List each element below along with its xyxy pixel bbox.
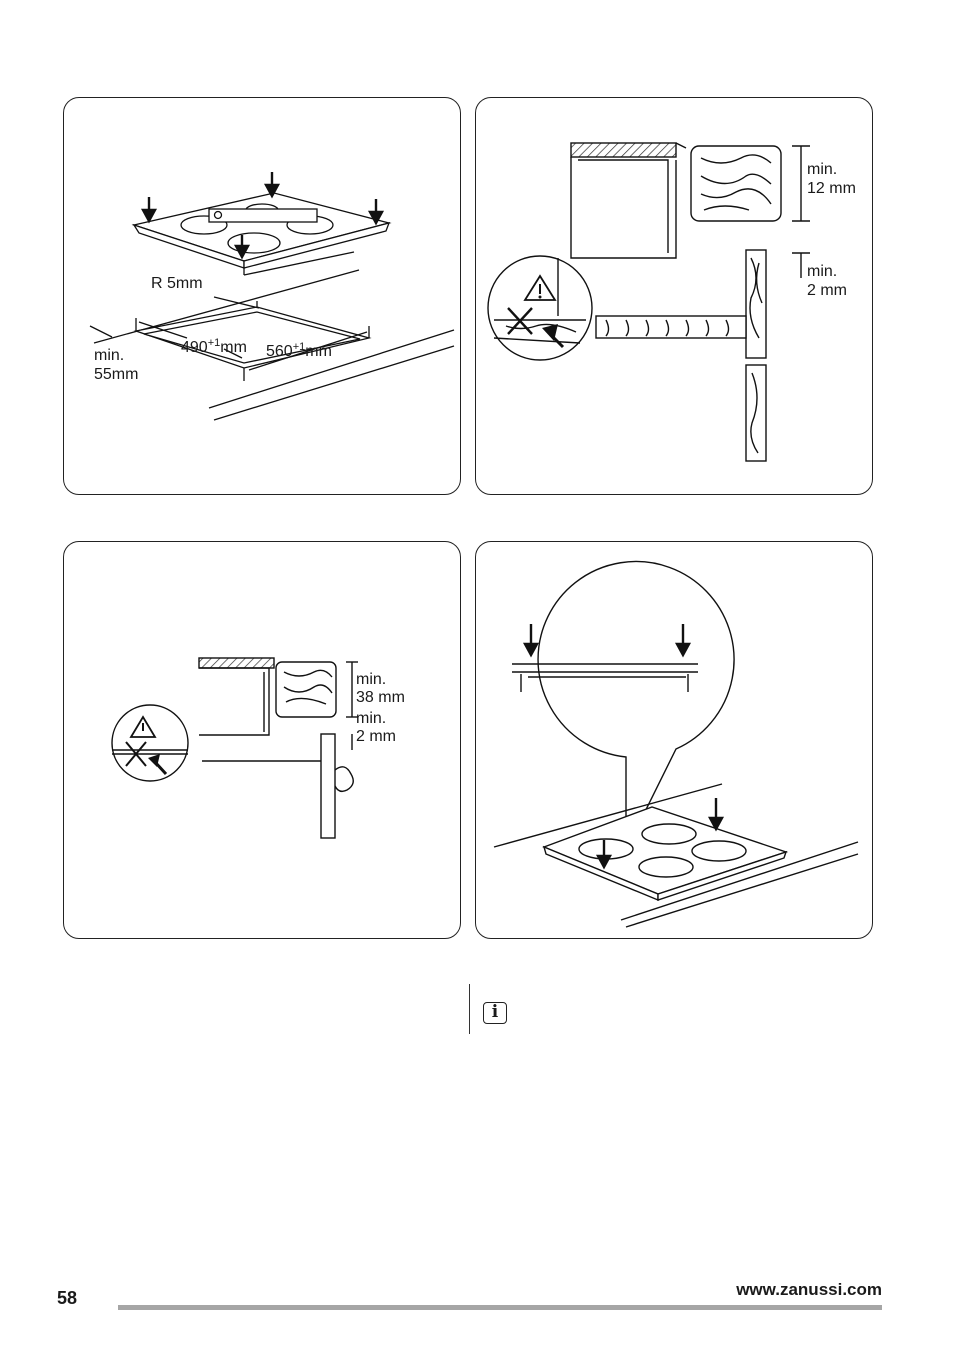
panel-side-clearance: min. 12 mm min. 2 mm bbox=[475, 97, 873, 495]
top-clearance-label: min. 12 mm bbox=[807, 161, 856, 197]
radius-label: R 5mm bbox=[151, 275, 203, 292]
panel-cutout-dimensions: R 5mm min. 55mm 490+1mm 560+1mm bbox=[63, 97, 461, 495]
panel-hob-installation bbox=[475, 541, 873, 939]
min-depth-label: min. 55mm bbox=[94, 347, 139, 383]
side-clearance-illustration bbox=[487, 142, 810, 462]
top-clearance-label: min. 38 mm bbox=[356, 671, 405, 706]
website-link[interactable]: www.zanussi.com bbox=[736, 1280, 882, 1299]
footer-rule bbox=[118, 1305, 882, 1310]
cutout-width-dimension: 560+1mm bbox=[266, 341, 332, 361]
cutout-depth-dimension: 490+1mm bbox=[181, 337, 247, 357]
panel-front-clearance: min. 38 mm min. 2 mm bbox=[63, 541, 461, 939]
bottom-clearance-label: min. 2 mm bbox=[356, 710, 396, 745]
page-number: 58 bbox=[57, 1288, 78, 1308]
bottom-clearance-label: min. 2 mm bbox=[807, 263, 847, 299]
info-note: i bbox=[469, 984, 509, 1034]
front-clearance-illustration bbox=[111, 657, 358, 839]
info-divider bbox=[469, 984, 470, 1034]
hob-installation-illustration bbox=[493, 560, 859, 928]
information-icon: i bbox=[483, 1002, 507, 1024]
hob-cutout-illustration bbox=[89, 172, 455, 421]
